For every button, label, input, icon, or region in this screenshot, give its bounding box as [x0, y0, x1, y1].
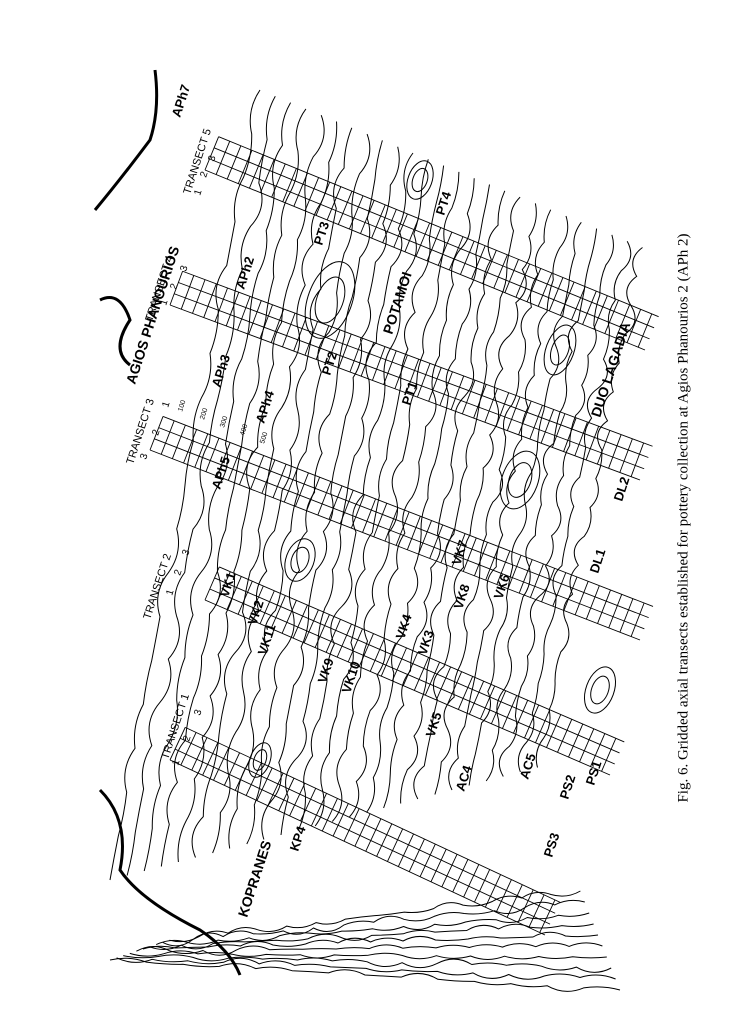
- transect-2-strip-1: 1: [164, 588, 176, 597]
- site-vk1: VK1: [217, 570, 239, 599]
- transect-5-strip-3: 3: [206, 154, 218, 163]
- site-pt2: PT2: [319, 350, 341, 377]
- site-pt3: PT3: [311, 220, 333, 247]
- site-vk3: VK3: [415, 628, 437, 657]
- place-kopranes: KOPRANES: [235, 839, 275, 919]
- site-aph7: APh7: [169, 83, 194, 119]
- site-kp4: KP4: [287, 824, 309, 853]
- site-aph4: APh4: [253, 388, 278, 425]
- site-ps1: PS1: [583, 759, 605, 787]
- site-dl2: DL2: [611, 475, 633, 503]
- distance-mark-100: 100: [177, 399, 187, 412]
- site-vk2: VK2: [245, 598, 267, 627]
- transect-1-strip-2: 2: [181, 734, 193, 743]
- transect-4-strip-3: 3: [178, 264, 190, 273]
- site-aph2: APh2: [233, 255, 258, 291]
- transect-grid-1: [169, 726, 561, 936]
- transect-5-label: TRANSECT 5: [181, 127, 214, 196]
- transect-5-strip-2: 2: [198, 170, 210, 179]
- transect-2-label: TRANSECT 2: [141, 552, 174, 621]
- site-vk10: VK10: [339, 659, 363, 695]
- transect-grids: [149, 136, 659, 936]
- site-ac4: AC4: [453, 763, 476, 793]
- transect-2-strip-3: 3: [180, 548, 192, 557]
- site-ac5: AC5: [517, 752, 539, 781]
- site-pt1: PT1: [399, 380, 421, 407]
- site-vk5: VK5: [423, 710, 445, 739]
- site-vk7: VK7: [449, 538, 471, 567]
- place-agios-phanourios: AGIOS PHANOURIOS: [123, 244, 183, 386]
- distance-mark-500: 500: [259, 431, 269, 444]
- transect-5-strip-1: 1: [192, 188, 204, 197]
- place-duo-lagadia: DUO LAGADIA: [588, 320, 634, 419]
- figure-caption-box: Fig. 6. Gridded axial transects establis…: [664, 118, 704, 918]
- site-dl1: DL1: [587, 547, 609, 575]
- site-vk8: VK8: [451, 582, 473, 611]
- site-vk4: VK4: [393, 612, 415, 641]
- site-pt4: PT4: [433, 189, 455, 217]
- distance-mark-400: 400: [239, 423, 249, 436]
- transect-grid-5: [204, 136, 659, 351]
- transect-3-strip-1: 1: [160, 400, 172, 409]
- coastline: [93, 69, 242, 976]
- contour-lines: [109, 89, 643, 992]
- site-aph5: APh5: [209, 455, 234, 491]
- transect-1-strip-1: 1: [170, 758, 182, 767]
- transect-3-strip-2: 2: [150, 428, 162, 437]
- site-ps3: PS3: [541, 831, 563, 859]
- transect-1-strip-3: 3: [192, 708, 204, 717]
- site-ps2: PS2: [557, 773, 579, 801]
- site-vk6: VK6: [491, 572, 513, 601]
- transect-grid-4: [169, 270, 653, 481]
- transect-3-strip-3: 3: [138, 452, 150, 461]
- distance-mark-300: 300: [219, 415, 229, 428]
- transect-labels: TRANSECT 1 1 2 3 TRANSECT 2 1 2 3 TRANSE…: [124, 127, 218, 767]
- distance-marks: 100 200 300 400 500: [177, 399, 269, 444]
- transect-grid-2: [204, 566, 625, 776]
- transect-4-strip-2: 2: [168, 282, 180, 291]
- transect-2-strip-2: 2: [172, 568, 184, 577]
- transect-4-strip-1: 1: [158, 298, 170, 307]
- figure-caption: Fig. 6. Gridded axial transects establis…: [675, 233, 692, 803]
- site-vk9: VK9: [315, 656, 337, 685]
- distance-mark-200: 200: [199, 407, 209, 420]
- site-aph3: APh3: [209, 353, 234, 389]
- transect-grid-3: [149, 416, 654, 641]
- place-potamoi: POTAMOI: [380, 270, 415, 336]
